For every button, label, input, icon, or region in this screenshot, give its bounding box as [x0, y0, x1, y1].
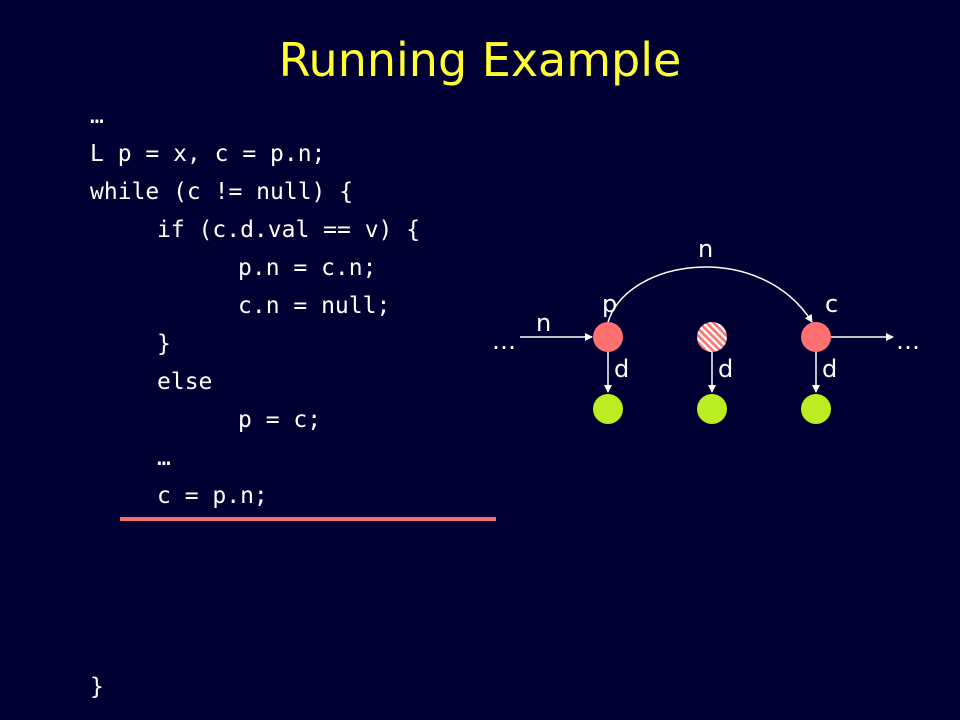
code-line: if (c.d.val == v) {: [157, 217, 421, 243]
var-c-label: c: [825, 290, 838, 318]
insertion-marker-line: [120, 517, 496, 521]
slide-title: Running Example: [278, 33, 682, 87]
data-node-p: [593, 394, 623, 424]
code-line: …: [90, 103, 104, 129]
edge-d-removed-label: d: [718, 355, 733, 383]
left-ellipsis: …: [492, 327, 516, 355]
var-p-label: p: [602, 290, 617, 318]
edge-skip-n-label: n: [698, 235, 713, 263]
code-line: p = c;: [238, 407, 322, 433]
list-node-removed: [697, 322, 727, 352]
data-node-removed: [697, 394, 727, 424]
edge-skip-n: [607, 266, 813, 323]
edge-d-c-label: d: [822, 355, 837, 383]
data-node-c: [801, 394, 831, 424]
list-node-c: [801, 322, 831, 352]
code-line: else: [157, 369, 213, 395]
edge-in-n-label: n: [536, 309, 551, 337]
code-line: while (c != null) {: [90, 179, 354, 205]
right-ellipsis: …: [896, 327, 920, 355]
code-line: L p = x, c = p.n;: [90, 141, 326, 167]
code-line: c = p.n;: [157, 483, 268, 509]
code-line: }: [90, 674, 104, 700]
code-line: }: [157, 331, 171, 357]
code-line: c.n = null;: [238, 293, 391, 319]
code-line: p.n = c.n;: [238, 255, 377, 281]
code-line: …: [157, 445, 171, 471]
list-node-p: [593, 322, 623, 352]
edge-d-p-label: d: [614, 355, 629, 383]
